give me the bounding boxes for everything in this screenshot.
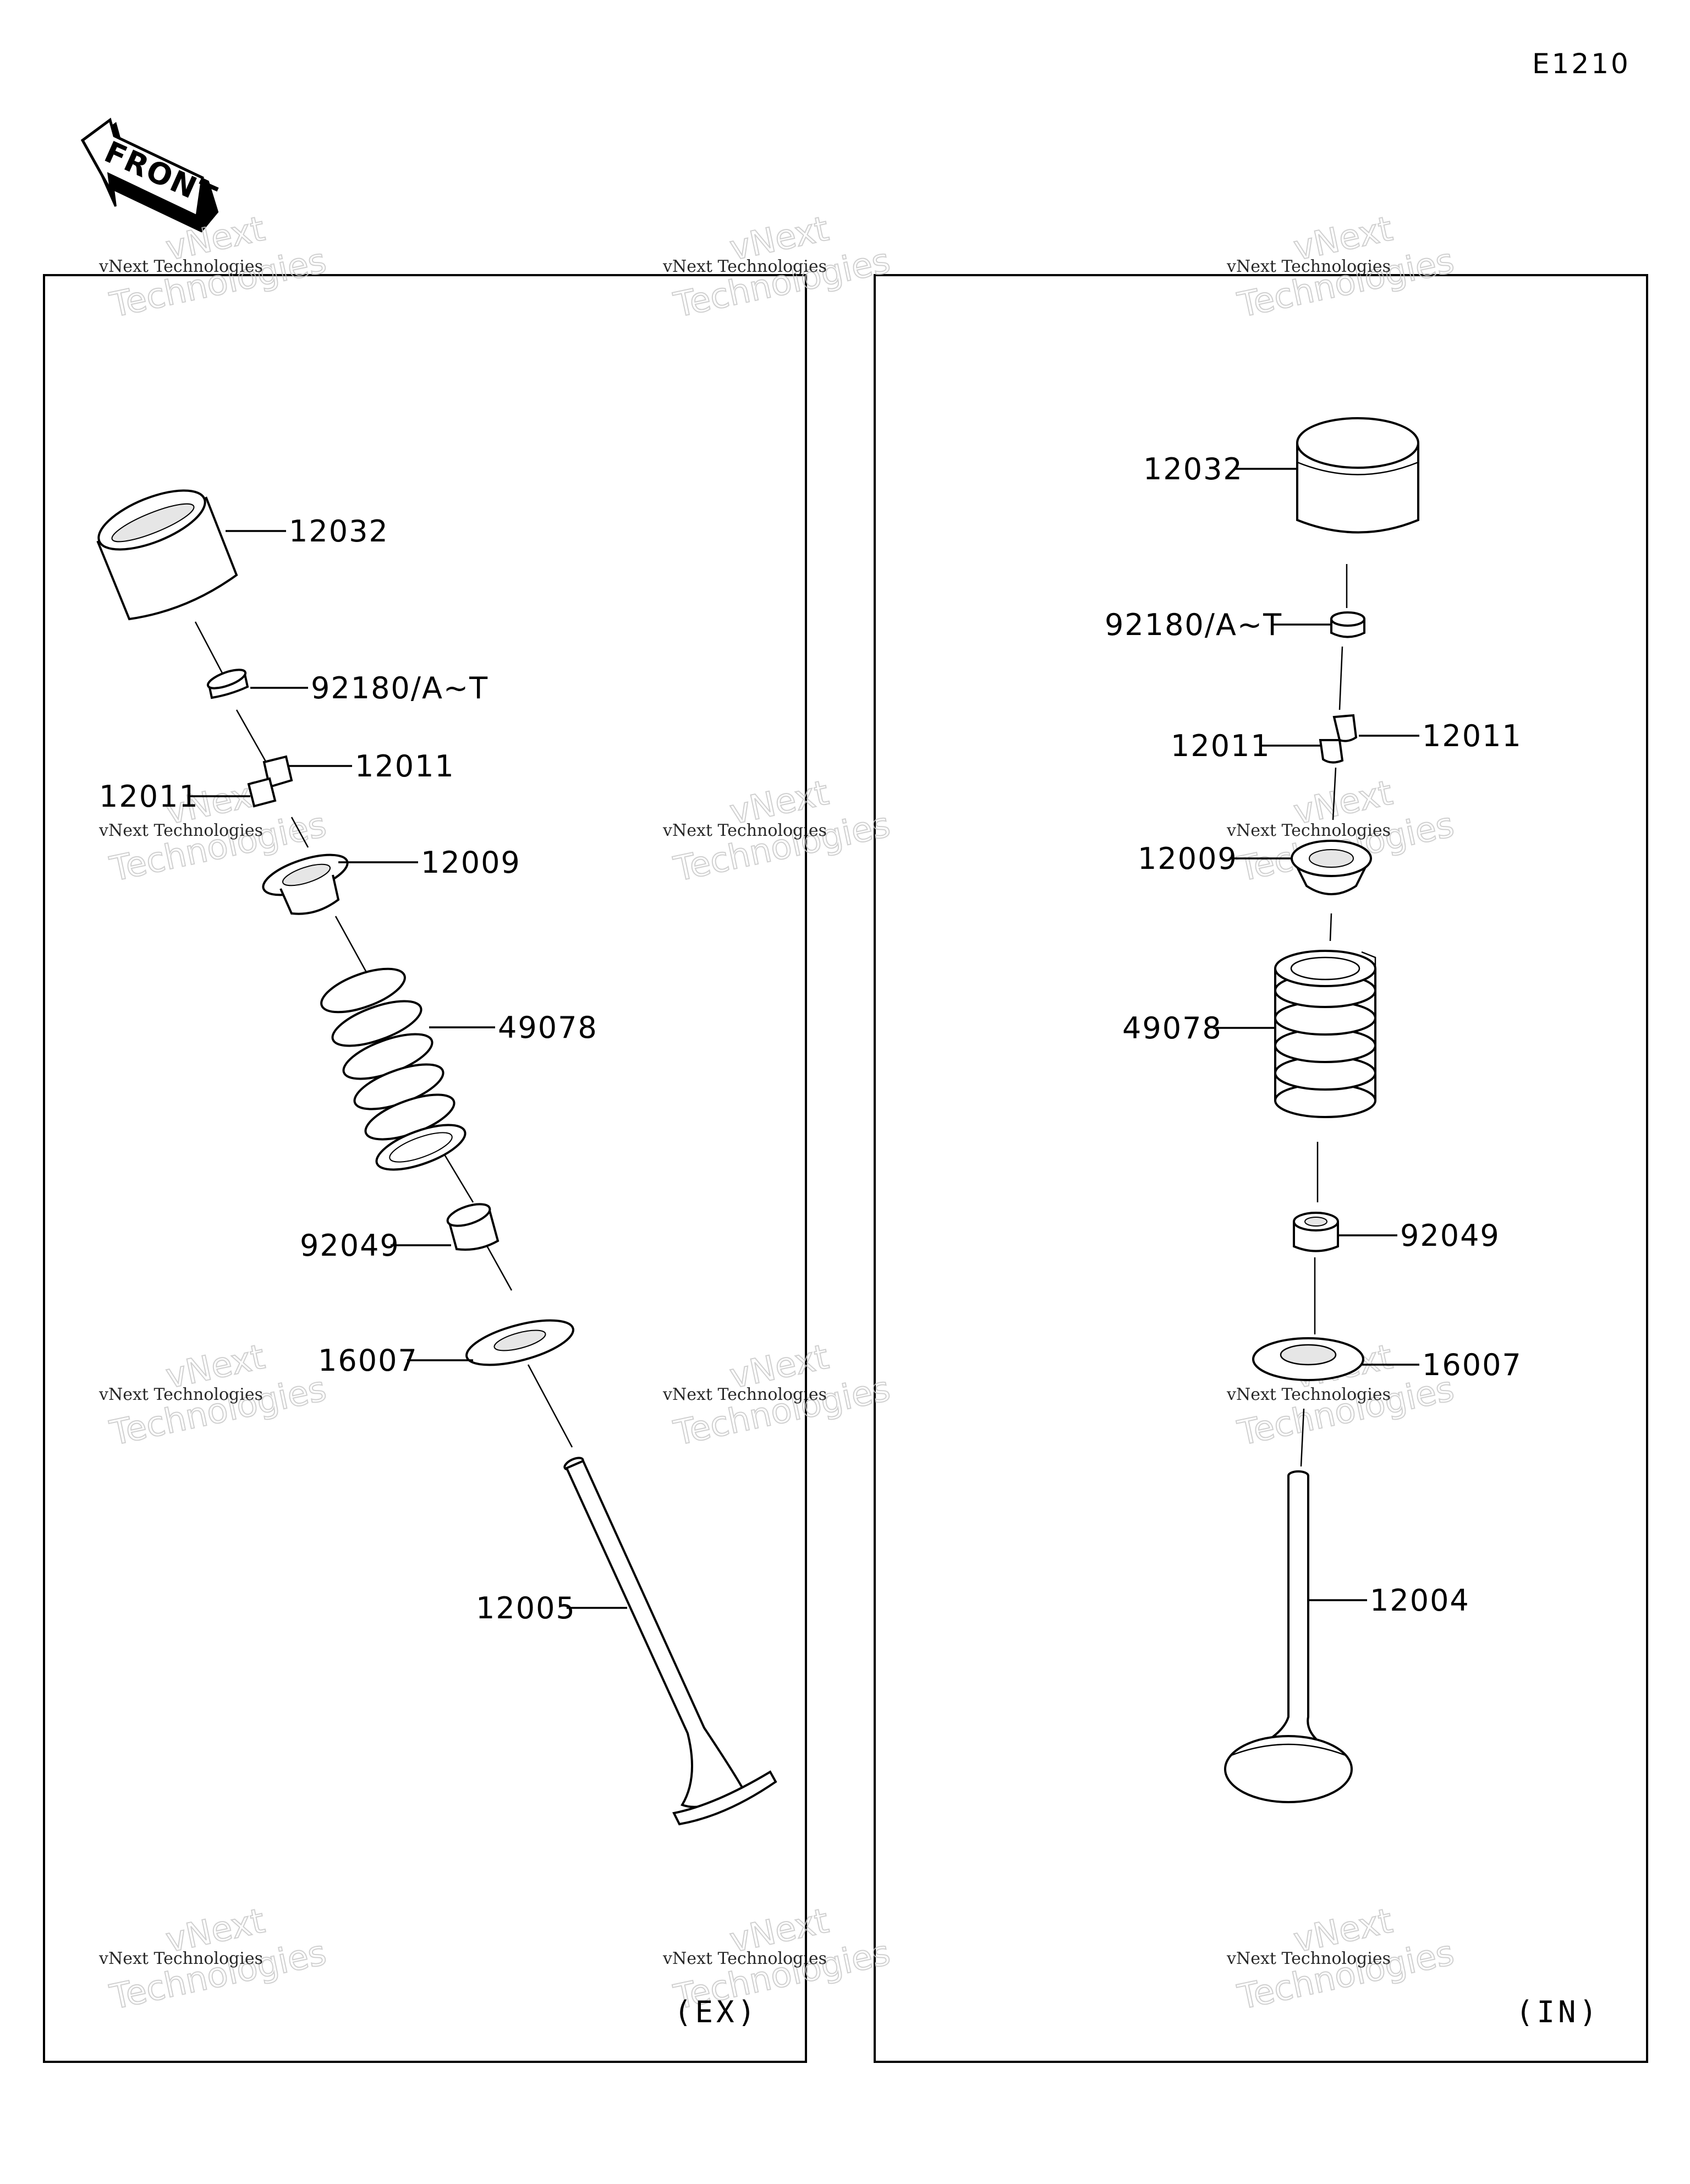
label-ex-stem-seal: 92049 bbox=[300, 1228, 400, 1263]
intake-spring-seat bbox=[1252, 1337, 1364, 1381]
label-in-valve: 12004 bbox=[1370, 1583, 1470, 1618]
exhaust-spring-seat bbox=[465, 1319, 574, 1366]
label-ex-valve: 12005 bbox=[476, 1591, 576, 1625]
svg-text:vNext Technologies: vNext Technologies bbox=[662, 821, 827, 840]
exhaust-valve bbox=[563, 1457, 777, 1826]
exhaust-shim bbox=[206, 669, 249, 699]
label-in-shim: 92180/A~T bbox=[1105, 607, 1282, 642]
intake-cotters bbox=[1319, 714, 1358, 764]
label-ex-tappet: 12032 bbox=[289, 514, 389, 549]
svg-text:vNext Technologies: vNext Technologies bbox=[662, 1385, 827, 1404]
label-in-spring: 49078 bbox=[1122, 1011, 1222, 1046]
label-ex-spring-seat: 16007 bbox=[318, 1343, 418, 1378]
exhaust-stem-seal bbox=[446, 1203, 500, 1251]
intake-panel bbox=[874, 274, 1648, 2063]
front-arrow-icon: FRONT bbox=[80, 117, 222, 233]
intake-tappet bbox=[1296, 417, 1419, 534]
svg-text:vNext Technologies: vNext Technologies bbox=[662, 1949, 827, 1968]
exhaust-cotters bbox=[247, 755, 293, 808]
label-ex-cotter-left: 12011 bbox=[99, 779, 199, 814]
label-ex-retainer: 12009 bbox=[421, 845, 521, 880]
svg-text:vNext Technologies: vNext Technologies bbox=[98, 1385, 263, 1404]
exhaust-tappet bbox=[96, 489, 238, 621]
svg-text:vNext Technologies: vNext Technologies bbox=[1226, 821, 1391, 840]
svg-text:vNext Technologies: vNext Technologies bbox=[98, 257, 263, 276]
intake-labels: 12032 92180/A~T 12011 12011 12009 49078 … bbox=[1105, 452, 1600, 2029]
label-in-retainer: 12009 bbox=[1138, 841, 1238, 876]
label-ex-spring: 49078 bbox=[498, 1010, 598, 1045]
svg-text:vNext Technologies: vNext Technologies bbox=[98, 1949, 263, 1968]
exhaust-assembly bbox=[96, 489, 777, 1826]
svg-text:vNext Technologies: vNext Technologies bbox=[1226, 1949, 1391, 1968]
svg-text:vNext Technologies: vNext Technologies bbox=[662, 257, 827, 276]
label-in-tappet: 12032 bbox=[1143, 452, 1243, 486]
exhaust-retainer bbox=[262, 853, 349, 915]
intake-spring bbox=[1274, 950, 1376, 1118]
diagram-code: E1210 bbox=[1532, 48, 1631, 80]
intake-valve bbox=[1224, 1470, 1353, 1803]
svg-text:vNext Technologies: vNext Technologies bbox=[1226, 257, 1391, 276]
label-ex-cotter-right: 12011 bbox=[355, 749, 455, 784]
label-ex-shim: 92180/A~T bbox=[311, 671, 489, 705]
label-in-stem-seal: 92049 bbox=[1400, 1218, 1500, 1253]
exhaust-labels: 12032 92180/A~T 12011 12011 12009 49078 … bbox=[99, 514, 759, 2029]
intake-tag: (IN) bbox=[1516, 1995, 1600, 2029]
intake-stem-seal bbox=[1293, 1212, 1339, 1252]
label-in-spring-seat: 16007 bbox=[1422, 1348, 1522, 1382]
exhaust-tag: (EX) bbox=[674, 1995, 759, 2029]
exhaust-spring bbox=[320, 967, 467, 1171]
exhaust-panel bbox=[43, 274, 807, 2063]
label-in-cotter-right: 12011 bbox=[1422, 719, 1522, 753]
intake-retainer bbox=[1291, 840, 1372, 895]
svg-text:vNext Technologies: vNext Technologies bbox=[98, 821, 263, 840]
intake-shim bbox=[1330, 611, 1365, 638]
label-in-cotter-left: 12011 bbox=[1171, 729, 1271, 763]
svg-text:vNext Technologies: vNext Technologies bbox=[1226, 1385, 1391, 1404]
intake-assembly bbox=[1224, 417, 1419, 1803]
